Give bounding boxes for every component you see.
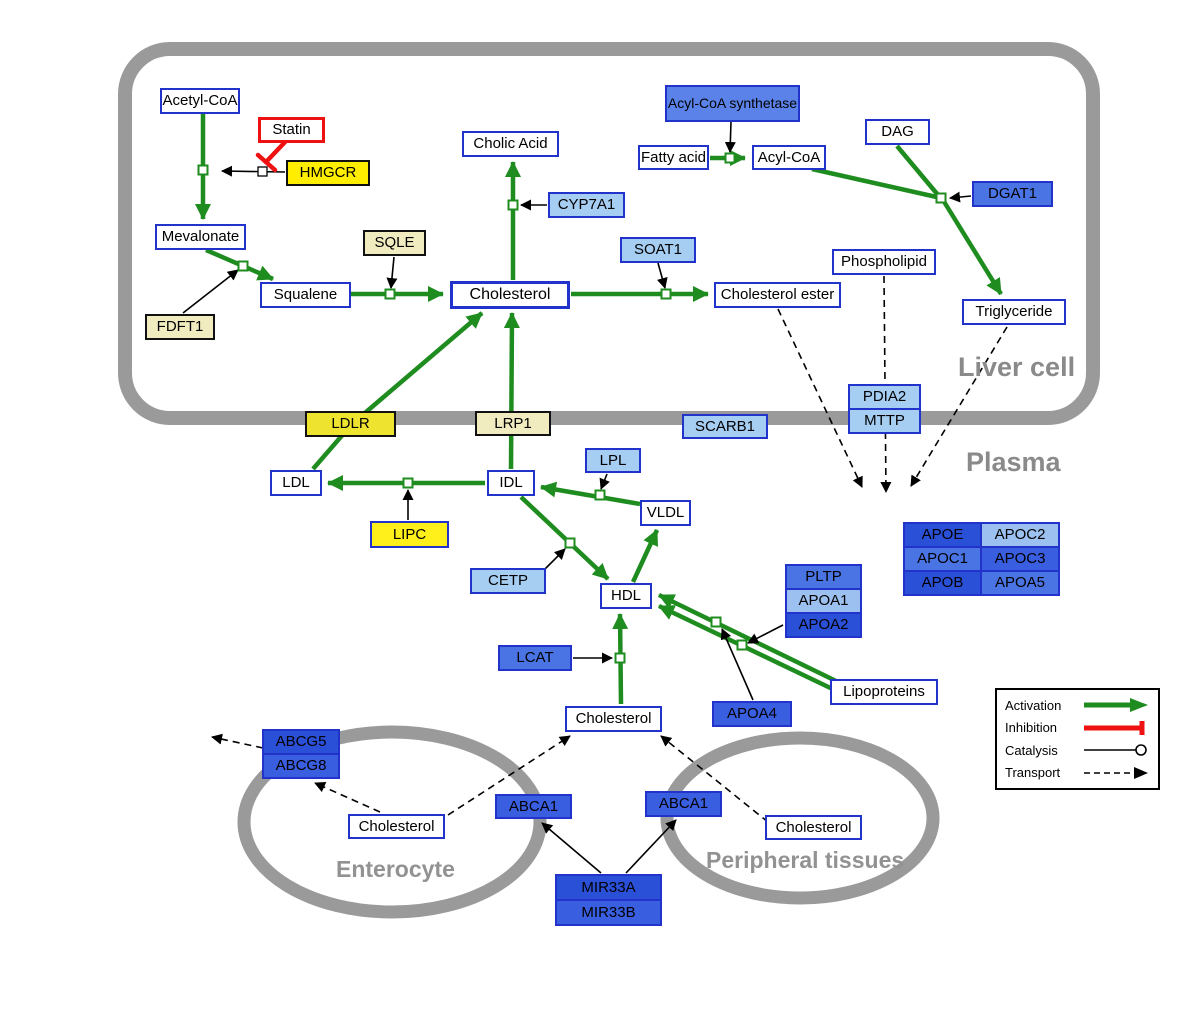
node-squalene[interactable]: Squalene	[260, 282, 351, 308]
node-abcg8[interactable]: ABCG8	[262, 753, 340, 779]
activation-arrow-icon	[1084, 698, 1148, 713]
node-abcg5[interactable]: ABCG5	[262, 729, 340, 755]
legend-activation-label: Activation	[1005, 697, 1062, 713]
enterocyte-membrane	[237, 725, 547, 919]
node-apoe[interactable]: APOE	[903, 522, 982, 548]
node-cyp7a1[interactable]: CYP7A1	[548, 192, 625, 218]
node-hmgcr[interactable]: HMGCR	[286, 160, 370, 186]
node-lcat[interactable]: LCAT	[498, 645, 572, 671]
node-triglyceride[interactable]: Triglyceride	[962, 299, 1066, 325]
node-mttp[interactable]: MTTP	[848, 408, 921, 434]
node-cholesterol-plasma[interactable]: Cholesterol	[565, 706, 662, 732]
node-vldl[interactable]: VLDL	[640, 500, 691, 526]
node-apoc1[interactable]: APOC1	[903, 546, 982, 572]
legend: Activation Inhibition Catalysis Transpor…	[995, 688, 1160, 790]
node-dgat1[interactable]: DGAT1	[972, 181, 1053, 207]
enterocyte-label: Enterocyte	[336, 856, 455, 882]
node-statin[interactable]: Statin	[258, 117, 325, 143]
node-ldl[interactable]: LDL	[270, 470, 322, 496]
node-lipoproteins[interactable]: Lipoproteins	[830, 679, 938, 705]
node-mevalonate[interactable]: Mevalonate	[155, 224, 246, 250]
legend-row-inhibition: Inhibition	[1005, 717, 1150, 739]
node-dag[interactable]: DAG	[865, 119, 930, 145]
legend-transport-label: Transport	[1005, 765, 1061, 781]
node-scarb1[interactable]: SCARB1	[682, 414, 768, 439]
node-lpl[interactable]: LPL	[585, 448, 641, 473]
legend-catalysis-label: Catalysis	[1005, 742, 1058, 758]
legend-inhibition-label: Inhibition	[1005, 720, 1058, 736]
node-cetp[interactable]: CETP	[470, 568, 546, 594]
inhibition-edge	[255, 138, 289, 173]
node-sqle[interactable]: SQLE	[363, 230, 426, 256]
reaction-nodes	[197, 152, 947, 664]
anchor-square	[257, 166, 268, 177]
node-phospholipid[interactable]: Phospholipid	[832, 249, 936, 275]
peripheral-tissues-label: Peripheral tissues	[706, 847, 905, 873]
node-apoa1[interactable]: APOA1	[785, 588, 862, 614]
transport-dashed-arrow-icon	[1084, 766, 1148, 779]
node-cholesterol-enterocyte[interactable]: Cholesterol	[348, 814, 445, 839]
node-lipc[interactable]: LIPC	[370, 521, 449, 548]
plasma-label: Plasma	[966, 447, 1061, 477]
node-cholesterol-peripheral[interactable]: Cholesterol	[765, 815, 862, 840]
node-apob[interactable]: APOB	[903, 570, 982, 596]
node-mir33b[interactable]: MIR33B	[555, 899, 662, 926]
node-cholic-acid[interactable]: Cholic Acid	[462, 131, 559, 157]
catalysis-edges	[182, 121, 972, 874]
node-apoc2[interactable]: APOC2	[980, 522, 1060, 548]
node-abca1-peripheral[interactable]: ABCA1	[645, 791, 722, 817]
node-abca1-enterocyte[interactable]: ABCA1	[495, 794, 572, 819]
node-apoa2[interactable]: APOA2	[785, 612, 862, 638]
peripheral-tissues-membrane	[660, 731, 940, 905]
node-lrp1[interactable]: LRP1	[475, 411, 551, 436]
node-pdia2[interactable]: PDIA2	[848, 384, 921, 410]
liver-cell-label: Liver cell	[958, 352, 1076, 382]
legend-row-catalysis: Catalysis	[1005, 739, 1150, 761]
node-hdl[interactable]: HDL	[600, 583, 652, 609]
catalysis-circle-icon	[1084, 744, 1147, 757]
node-cholesterol-ester[interactable]: Cholesterol ester	[714, 282, 841, 308]
node-cholesterol-liver[interactable]: Cholesterol	[450, 281, 570, 309]
node-ldlr[interactable]: LDLR	[305, 411, 396, 437]
node-acyl-coa-synthetase[interactable]: Acyl-CoA synthetase	[665, 85, 800, 122]
node-acetyl-coa[interactable]: Acetyl-CoA	[160, 88, 240, 114]
node-apoc3[interactable]: APOC3	[980, 546, 1060, 572]
node-idl[interactable]: IDL	[487, 470, 535, 496]
node-pltp[interactable]: PLTP	[785, 564, 862, 590]
node-fatty-acid[interactable]: Fatty acid	[638, 145, 709, 170]
node-mir33a[interactable]: MIR33A	[555, 874, 662, 901]
node-fdft1[interactable]: FDFT1	[145, 314, 215, 340]
node-soat1[interactable]: SOAT1	[620, 237, 696, 263]
legend-row-activation: Activation	[1005, 694, 1150, 716]
legend-row-transport: Transport	[1005, 762, 1150, 784]
node-acyl-coa[interactable]: Acyl-CoA	[752, 145, 826, 170]
inhibition-tbar-icon	[1084, 720, 1145, 735]
node-apoa5[interactable]: APOA5	[980, 570, 1060, 596]
node-apoa4[interactable]: APOA4	[712, 701, 792, 727]
liver-cell-membrane	[118, 42, 1100, 425]
